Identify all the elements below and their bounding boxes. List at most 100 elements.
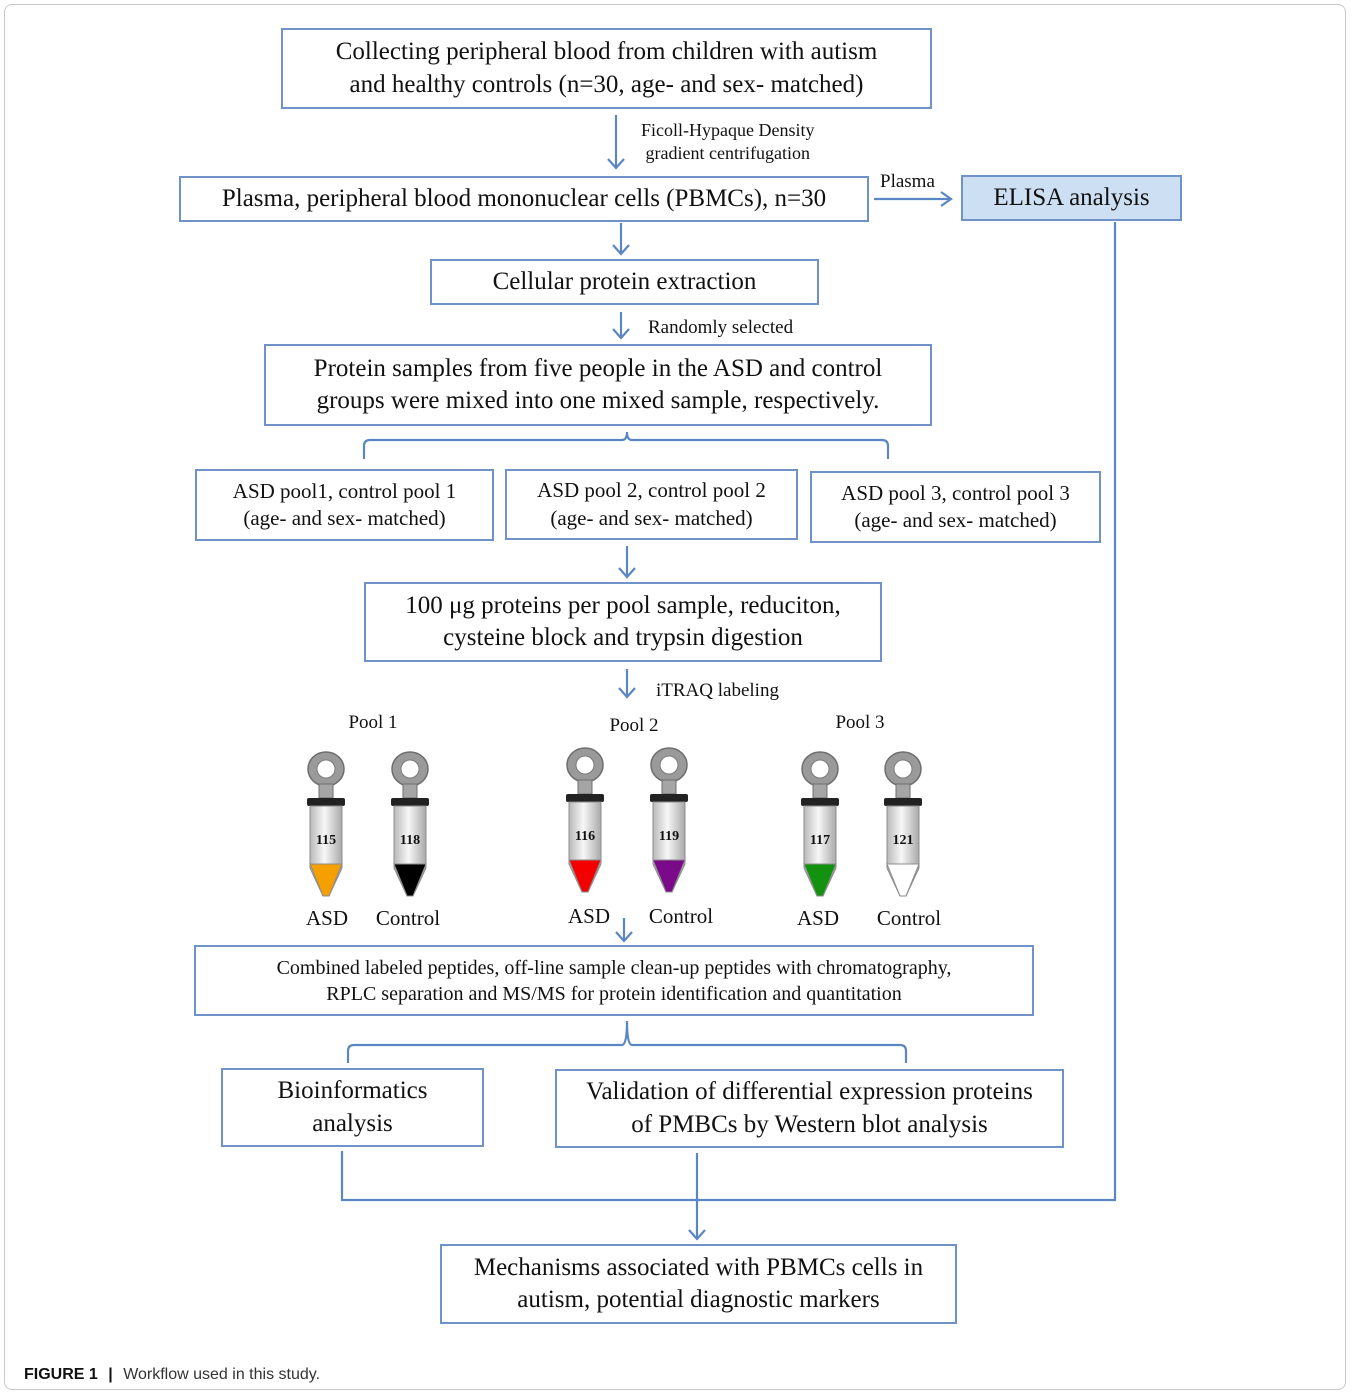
tube-label-115: ASD — [305, 906, 349, 930]
tube-cap-hole — [810, 759, 830, 779]
step-mechanisms: Mechanisms associated with PBMCs cells i… — [440, 1244, 957, 1324]
step-pool-2-line-2: (age- and sex- matched) — [550, 505, 753, 530]
step-mix-samples: Protein samples from five people in the … — [264, 344, 932, 426]
figure-caption: FIGURE 1 | Workflow used in this study. — [24, 1366, 320, 1384]
tube-rim — [307, 798, 345, 806]
tube-rim — [801, 798, 839, 806]
edge-label-ficoll: Ficoll-Hypaque Density gradient centrifu… — [641, 119, 814, 164]
step-plasma-pbmc: Plasma, peripheral blood mononuclear cel… — [179, 176, 869, 222]
arrowhead-6 — [618, 687, 636, 699]
tube-cap-hole — [316, 759, 336, 779]
step-pool-3: ASD pool 3, control pool 3 (age- and sex… — [810, 471, 1101, 543]
step-combined-peptides-line-1: Combined labeled peptides, off-line samp… — [276, 956, 952, 979]
tube-label-121: Control — [876, 906, 942, 930]
edge-label-ficoll-line-1: Ficoll-Hypaque Density — [641, 120, 815, 140]
tube-cap-stem — [402, 783, 418, 799]
step-mechanisms-line-2: autism, potential diagnostic markers — [517, 1286, 880, 1313]
edge-label-plasma: Plasma — [880, 171, 935, 192]
step-bioinformatics: Bioinformatics analysis — [221, 1068, 484, 1147]
step-pool-3-line-2: (age- and sex- matched) — [854, 508, 1057, 532]
tube-number: 116 — [575, 829, 595, 844]
step-protein-extraction-text: Cellular protein extraction — [492, 267, 757, 295]
step-combined-peptides-line-2: RPLC separation and MS/MS for protein id… — [326, 982, 902, 1005]
bracket-combined-to-analyses — [346, 1020, 908, 1063]
step-bioinformatics-line-1: Bioinformatics — [277, 1077, 428, 1104]
tube-118: 118 — [391, 751, 429, 897]
step-pool-1-line-1: ASD pool1, control pool 1 — [232, 478, 457, 503]
tube-number: 115 — [316, 833, 336, 848]
tube-cap-stem — [577, 779, 593, 795]
edge-label-ficoll-line-2: gradient centrifugation — [645, 142, 810, 163]
step-protein-extraction: Cellular protein extraction — [430, 259, 819, 305]
step-elisa: ELISA analysis — [961, 175, 1182, 221]
arrowheads — [607, 158, 953, 1241]
figure-caption-text: Workflow used in this study. — [123, 1366, 321, 1383]
tube-cap-stem — [812, 783, 828, 799]
step-digestion-line-1: 100 μg proteins per pool sample, reducit… — [405, 591, 841, 619]
arrowhead-4 — [612, 328, 630, 340]
tube-cap-hole — [893, 759, 913, 779]
step-mechanisms-line-1: Mechanisms associated with PBMCs cells i… — [473, 1253, 924, 1281]
step-bioinformatics-line-2: analysis — [312, 1109, 393, 1137]
step-pool-1-line-2: (age- and sex- matched) — [243, 506, 446, 530]
tube-number: 118 — [400, 833, 420, 848]
tube-rim — [391, 798, 429, 806]
merge-line-to-mechanisms — [340, 222, 1117, 1202]
tube-cap-stem — [318, 783, 334, 799]
step-mix-samples-line-1: Protein samples from five people in the … — [313, 354, 883, 382]
step-western-blot-line-1: Validation of differential expression pr… — [586, 1078, 1033, 1105]
step-collect-blood-line-1: Collecting peripheral blood from childre… — [335, 38, 878, 65]
step-western-blot: Validation of differential expression pr… — [555, 1069, 1064, 1148]
tube-tip — [393, 863, 427, 897]
step-elisa-text: ELISA analysis — [993, 183, 1150, 211]
pool-1-title: Pool 1 — [348, 712, 398, 733]
arrowhead-7 — [615, 931, 633, 943]
tube-rim — [650, 794, 688, 802]
tube-number: 119 — [659, 829, 679, 844]
figure-caption-separator: | — [108, 1366, 113, 1383]
step-plasma-pbmc-text: Plasma, peripheral blood mononuclear cel… — [221, 184, 827, 212]
tube-121: 121 — [884, 751, 922, 897]
tube-rim — [884, 798, 922, 806]
arrowhead-1 — [607, 158, 625, 170]
tube-cap-hole — [575, 755, 595, 775]
arrowhead-5 — [618, 567, 636, 579]
step-western-blot-line-2: of PMBCs by Western blot analysis — [631, 1110, 988, 1138]
tube-tip — [309, 863, 343, 897]
tube-116: 116 — [566, 747, 604, 893]
tube-115: 115 — [307, 751, 345, 897]
step-digestion: 100 μg proteins per pool sample, reducit… — [364, 582, 882, 662]
tube-label-118: Control — [375, 906, 441, 930]
edge-label-randomly-selected: Randomly selected — [648, 317, 794, 338]
tubes-layer: 115 118 116 119 117 121 — [307, 747, 922, 897]
step-digestion-line-2: cysteine block and trypsin digestion — [443, 624, 803, 651]
step-combined-peptides: Combined labeled peptides, off-line samp… — [194, 945, 1034, 1016]
tube-rim — [566, 794, 604, 802]
tube-117: 117 — [801, 751, 839, 897]
arrowhead-2 — [940, 191, 953, 207]
step-pool-1: ASD pool1, control pool 1 (age- and sex-… — [195, 469, 494, 541]
tube-number: 121 — [893, 833, 914, 848]
arrowhead-3 — [612, 244, 630, 256]
tube-tip — [803, 863, 837, 897]
arrowhead-8 — [688, 1229, 706, 1241]
tube-number: 117 — [810, 833, 830, 848]
step-mix-samples-line-2: groups were mixed into one mixed sample,… — [316, 387, 880, 414]
step-pool-2: ASD pool 2, control pool 2 (age- and sex… — [505, 469, 798, 540]
edge-label-itraq: iTRAQ labeling — [656, 680, 779, 701]
step-collect-blood-line-2: and healthy controls (n=30, age- and sex… — [349, 70, 864, 98]
tube-cap-stem — [895, 783, 911, 799]
step-pool-3-line-1: ASD pool 3, control pool 3 — [841, 480, 1070, 505]
figure-frame — [4, 4, 1346, 1390]
tube-label-117: ASD — [796, 906, 840, 930]
pool-3-title: Pool 3 — [835, 712, 885, 733]
tube-label-116: ASD — [567, 904, 611, 928]
tube-cap-hole — [659, 755, 679, 775]
tube-tip — [568, 859, 602, 893]
tube-cap-stem — [661, 779, 677, 795]
figure-caption-label: FIGURE 1 — [24, 1366, 98, 1383]
tube-119: 119 — [650, 747, 688, 893]
step-pool-2-line-1: ASD pool 2, control pool 2 — [537, 478, 766, 503]
